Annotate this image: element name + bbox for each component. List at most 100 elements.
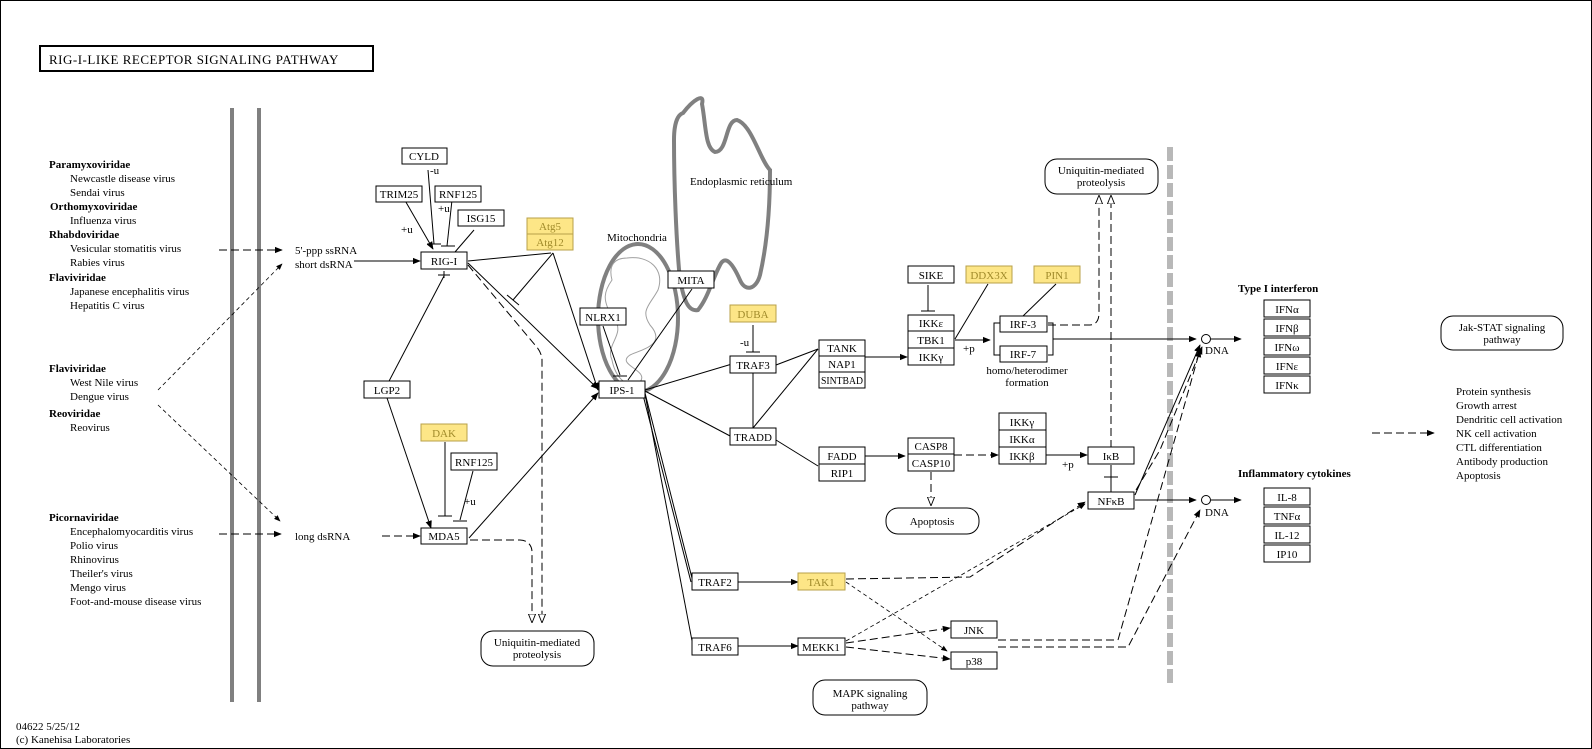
link-ubiquitin-bottom[interactable]: Uniquitin-mediated proteolysis: [480, 630, 595, 667]
gene-cyld[interactable]: CYLD: [401, 147, 448, 165]
virus-name: Newcastle disease virus: [70, 173, 175, 185]
svg-text:TANK: TANK: [827, 343, 857, 355]
gene-mekk1[interactable]: MEKK1: [797, 637, 846, 656]
gene-ikb[interactable]: IκB: [1087, 446, 1135, 465]
svg-text:PIN1: PIN1: [1045, 270, 1068, 282]
gene-tradd[interactable]: TRADD: [729, 427, 777, 446]
virus-name: West Nile virus: [70, 377, 138, 389]
product-il8[interactable]: IL-8: [1263, 487, 1311, 506]
product-ifn-omega[interactable]: IFNω: [1263, 337, 1311, 356]
gene-traf3[interactable]: TRAF3: [729, 355, 777, 374]
gene-traf2[interactable]: TRAF2: [691, 572, 739, 591]
label-plus-u: +u: [464, 496, 476, 508]
svg-text:RIG-I: RIG-I: [431, 256, 458, 268]
virus-name: Reovirus: [70, 422, 110, 434]
svg-text:Atg12: Atg12: [536, 237, 564, 249]
product-ip10[interactable]: IP10: [1263, 544, 1311, 563]
virus-family: Flaviviridae: [49, 272, 106, 284]
link-jak-stat-pathway[interactable]: Jak-STAT signaling pathway: [1440, 315, 1564, 351]
svg-text:ISG15: ISG15: [467, 213, 496, 225]
virus-name: Influenza virus: [70, 215, 136, 227]
svg-text:IFNω: IFNω: [1275, 342, 1300, 354]
svg-text:NAP1: NAP1: [828, 359, 856, 371]
label-plus-u: +u: [438, 203, 450, 215]
svg-text:IPS-1: IPS-1: [609, 385, 634, 397]
svg-text:IL-12: IL-12: [1274, 530, 1299, 542]
virus-family: Reoviridae: [49, 408, 100, 420]
product-ifn-beta[interactable]: IFNβ: [1263, 318, 1311, 337]
virus-name: Hepatitis C virus: [70, 300, 145, 312]
link-apoptosis[interactable]: Apoptosis: [885, 507, 980, 535]
gene-fadd-rip1[interactable]: FADD RIP1: [818, 446, 866, 482]
page-title: RIG-I-LIKE RECEPTOR SIGNALING PATHWAY: [49, 52, 339, 67]
svg-text:TRADD: TRADD: [734, 432, 772, 444]
gene-mita[interactable]: MITA: [667, 270, 715, 289]
virus-name: Japanese encephalitis virus: [70, 286, 189, 298]
outcome-item: Antibody production: [1456, 456, 1548, 468]
svg-text:DDX3X: DDX3X: [970, 270, 1007, 282]
gene-isg15[interactable]: ISG15: [457, 209, 505, 227]
gene-ips-1[interactable]: IPS-1: [598, 380, 646, 399]
product-il12[interactable]: IL-12: [1263, 525, 1311, 544]
ligand-ssrna: 5'-ppp ssRNA: [295, 245, 357, 257]
svg-text:IRF-3: IRF-3: [1010, 319, 1037, 331]
mitochondria-label: Mitochondria: [607, 232, 667, 244]
gene-nlrx1[interactable]: NLRX1: [579, 307, 627, 326]
svg-text:LGP2: LGP2: [374, 385, 400, 397]
label-dna: DNA: [1205, 345, 1229, 357]
footer-copyright: (c) Kanehisa Laboratories: [16, 734, 130, 746]
gene-lgp2[interactable]: LGP2: [363, 380, 411, 399]
ligand-short-dsrna: short dsRNA: [295, 259, 353, 271]
link-mapk-pathway[interactable]: MAPK signaling pathway: [812, 679, 928, 716]
outcome-item: Apoptosis: [1456, 470, 1501, 482]
gene-tak1[interactable]: TAK1: [797, 572, 846, 591]
svg-text:MAPK signaling: MAPK signaling: [833, 688, 908, 700]
gene-irf3[interactable]: IRF-3: [999, 315, 1048, 333]
arrow-flavi-dsrna: [157, 263, 283, 391]
product-tnf-alpha[interactable]: TNFα: [1263, 506, 1311, 525]
virus-family: Picornaviridae: [49, 512, 119, 524]
link-ubiquitin-top[interactable]: Uniquitin-mediated proteolysis: [1044, 158, 1159, 195]
product-ifn-alpha[interactable]: IFNα: [1263, 299, 1311, 318]
gene-rnf125-2[interactable]: RNF125: [450, 452, 498, 471]
gene-irf7[interactable]: IRF-7: [999, 345, 1048, 363]
gene-ikk-complex[interactable]: IKKγ IKKα IKKβ: [998, 412, 1047, 465]
endoplasmic-reticulum: Endoplasmic reticulum: [671, 96, 793, 313]
gene-rig-i[interactable]: RIG-I: [420, 251, 468, 270]
gene-pin1[interactable]: PIN1: [1033, 265, 1081, 284]
svg-text:SINTBAD: SINTBAD: [821, 375, 863, 387]
gene-trim25[interactable]: TRIM25: [375, 185, 423, 203]
gene-tbk1-complex[interactable]: IKKε TBK1 IKKγ: [907, 314, 955, 366]
gene-ddx3x[interactable]: DDX3X: [965, 265, 1013, 284]
svg-text:IFNβ: IFNβ: [1275, 323, 1299, 335]
gene-sike[interactable]: SIKE: [907, 265, 955, 284]
gene-traf6[interactable]: TRAF6: [691, 637, 739, 656]
virus-name: Mengo virus: [70, 582, 126, 594]
svg-text:Jak-STAT signaling: Jak-STAT signaling: [1459, 322, 1546, 334]
gene-atg12[interactable]: Atg12: [526, 233, 574, 251]
gene-dak[interactable]: DAK: [420, 423, 468, 442]
svg-text:TBK1: TBK1: [917, 335, 945, 347]
svg-text:JNK: JNK: [964, 625, 984, 637]
svg-text:SIKE: SIKE: [919, 270, 944, 282]
gene-tank-complex[interactable]: TANK NAP1 SINTBAD: [818, 339, 866, 389]
gene-nfkb[interactable]: NFκB: [1087, 491, 1135, 510]
label-formation: formation: [1005, 377, 1049, 389]
svg-text:NLRX1: NLRX1: [585, 312, 620, 324]
svg-text:DUBA: DUBA: [737, 309, 768, 321]
svg-text:TRAF3: TRAF3: [736, 360, 770, 372]
product-ifn-kappa[interactable]: IFNκ: [1263, 375, 1311, 394]
gene-rnf125[interactable]: RNF125: [434, 185, 482, 203]
gene-duba[interactable]: DUBA: [729, 304, 777, 323]
virus-name: Foot-and-mouse disease virus: [70, 596, 201, 608]
virus-name: Rabies virus: [70, 257, 125, 269]
gene-p38[interactable]: p38: [950, 651, 998, 670]
product-ifn-epsilon[interactable]: IFNε: [1263, 356, 1311, 375]
gene-casp8-casp10[interactable]: CASP8 CASP10: [907, 437, 955, 472]
gene-mda5[interactable]: MDA5: [420, 527, 468, 545]
svg-text:IP10: IP10: [1277, 549, 1298, 561]
gene-atg5[interactable]: Atg5: [526, 217, 574, 235]
svg-text:IL-8: IL-8: [1277, 492, 1297, 504]
gene-jnk[interactable]: JNK: [950, 620, 998, 639]
outcome-item: CTL differentiation: [1456, 442, 1542, 454]
